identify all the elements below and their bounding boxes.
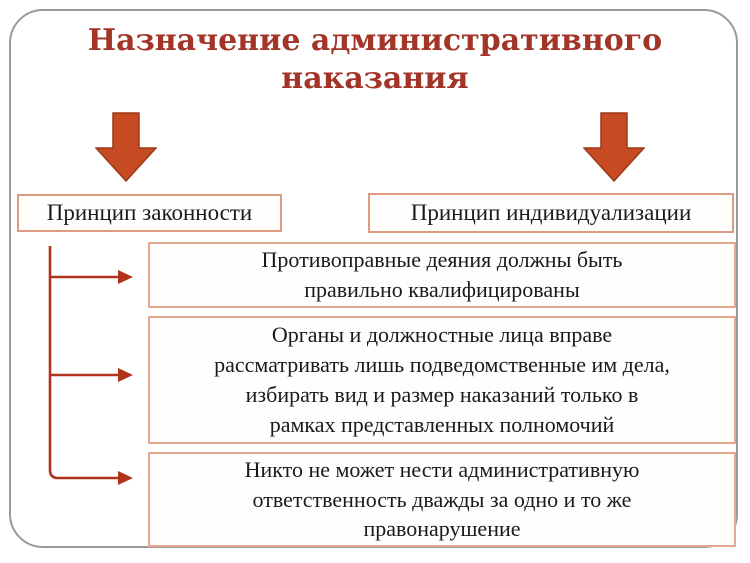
rule-jurisdiction-text: Органы и должностные лица вправе рассмат… <box>214 322 670 437</box>
arrowhead-icon-rule3 <box>118 471 133 485</box>
down-arrow-icon-left <box>95 112 157 183</box>
connector-branch-arrows <box>48 246 133 485</box>
slide-rounded-border <box>9 9 738 548</box>
arrowhead-icon-rule2 <box>118 368 133 382</box>
principle-individualization-label: Принцип индивидуализации <box>410 200 692 225</box>
rule-box-jurisdiction: Органы и должностные лица вправе рассмат… <box>148 316 736 444</box>
slide-title: Назначение административного наказания <box>87 23 663 96</box>
principle-box-individualization: Принцип индивидуализации <box>368 193 734 233</box>
rule-box-qualification: Противоправные деяния должны быть правил… <box>148 242 736 308</box>
down-arrow-icon-right <box>583 112 645 183</box>
rule-qualification-text: Противоправные деяния должны быть правил… <box>261 247 623 302</box>
rule-double-jeopardy-text: Никто не может нести административную от… <box>244 456 640 542</box>
rule-box-double-jeopardy: Никто не может нести административную от… <box>148 452 736 547</box>
principle-legality-label: Принцип законности <box>46 200 253 225</box>
principle-box-legality: Принцип законности <box>17 194 282 232</box>
arrowhead-icon-rule1 <box>118 270 133 284</box>
